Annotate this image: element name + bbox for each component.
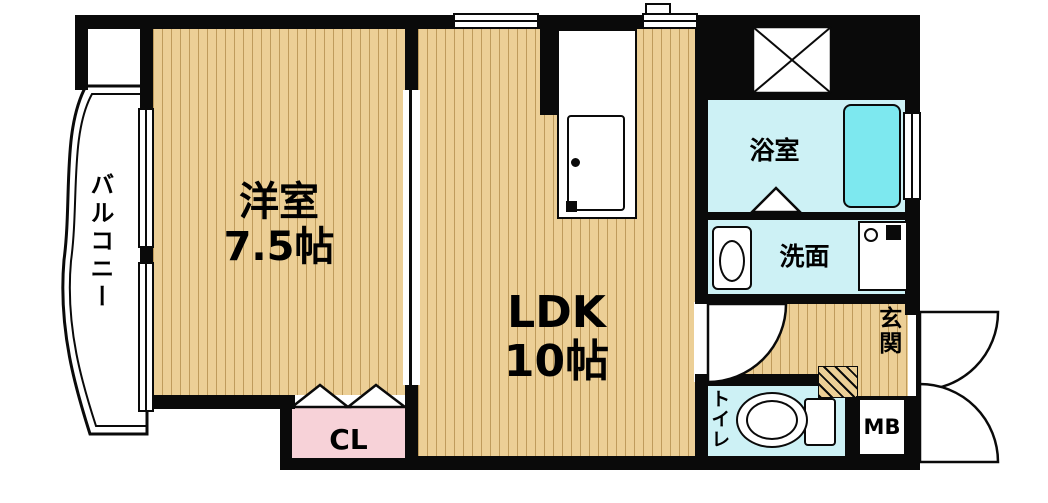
wall-closet-bottom bbox=[280, 458, 417, 470]
ldk-name: LDK bbox=[507, 287, 606, 338]
kitchen-faucet-icon bbox=[571, 158, 580, 167]
wall-toilet-mb bbox=[845, 386, 858, 470]
wall-washroom-hall bbox=[695, 294, 920, 304]
washroom-label: 洗面 bbox=[779, 242, 830, 271]
entrance-door-lower-arc-icon bbox=[918, 382, 1000, 464]
window-top-kitchen-icon bbox=[642, 13, 698, 29]
sliding-door-line bbox=[409, 90, 412, 385]
bathtub-icon bbox=[843, 104, 901, 208]
wall-hall-toilet bbox=[695, 374, 825, 386]
wall-bath-washroom bbox=[695, 212, 920, 220]
wall-kitchen-stub bbox=[540, 29, 557, 115]
western-room-floor bbox=[153, 29, 405, 395]
balcony-label: バルコニー bbox=[85, 172, 114, 312]
wall-corridor bbox=[695, 15, 708, 470]
window-balcony-lower-icon bbox=[138, 262, 154, 412]
toilet-bowl-inner-icon bbox=[746, 400, 798, 440]
window-top-ldk-icon bbox=[453, 13, 539, 29]
meter-box: MB bbox=[856, 396, 908, 458]
entrance-threshold-line bbox=[916, 312, 919, 462]
toilet-label: トイレ bbox=[708, 389, 731, 449]
bathroom-label: 浴室 bbox=[749, 136, 800, 165]
hall-door-opening bbox=[694, 302, 709, 382]
western-room-size: 7.5帖 bbox=[223, 223, 335, 270]
toilet-tank-icon bbox=[804, 398, 836, 446]
wall-bottom bbox=[405, 456, 920, 470]
window-balcony-upper-icon bbox=[138, 108, 154, 248]
closet-label: CL bbox=[329, 423, 368, 456]
wall-closet-left bbox=[280, 398, 292, 470]
meter-box-label: MB bbox=[863, 415, 901, 439]
washing-machine-drum-icon bbox=[864, 228, 878, 242]
ldk-label: LDK 10帖 bbox=[418, 288, 695, 387]
wall-top-left-stub bbox=[75, 15, 88, 90]
vent-box-icon bbox=[645, 3, 671, 15]
washing-machine-tap-icon bbox=[886, 225, 901, 240]
western-room-name: 洋室 bbox=[239, 179, 319, 225]
entrance-door-upper-arc-icon bbox=[918, 310, 1000, 392]
western-room-label: 洋室 7.5帖 bbox=[153, 180, 405, 270]
wall-bottom-west bbox=[140, 395, 295, 409]
kitchen-stove-dot-icon bbox=[566, 201, 577, 212]
window-bath-icon bbox=[903, 112, 921, 200]
ldk-size: 10帖 bbox=[503, 336, 610, 388]
entrance-step-icon bbox=[818, 366, 858, 398]
wall-top-right-block bbox=[708, 15, 920, 100]
closet-floor bbox=[292, 405, 405, 460]
entrance-label: 玄関 bbox=[874, 306, 901, 356]
washroom-sink-bowl-icon bbox=[719, 240, 745, 282]
